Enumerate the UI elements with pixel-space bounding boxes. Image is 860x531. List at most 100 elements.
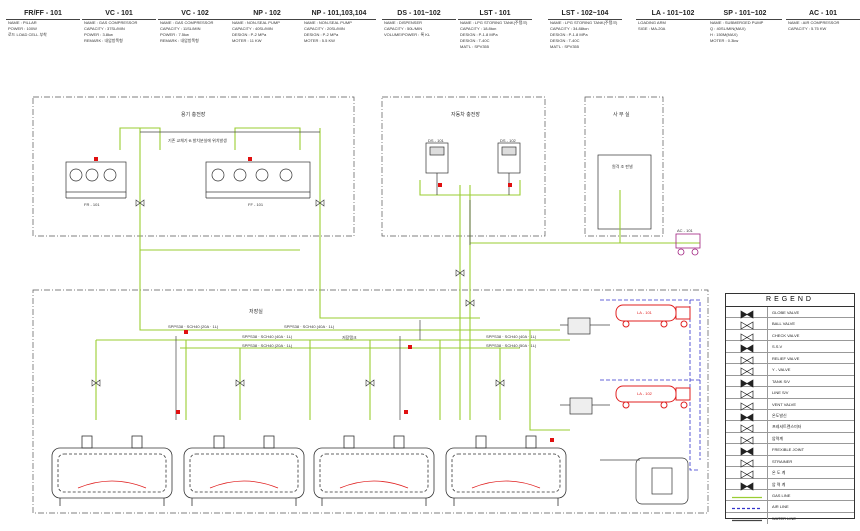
equipment-spec-line: REMARK : 내압방폭형 (84, 38, 123, 43)
legend-row: 온도발신 (726, 409, 854, 422)
dispenser-2 (497, 142, 521, 195)
legend-label: VENT VALVE (772, 401, 797, 407)
equipment-spec-line: NAME : GAS COMPRESSOR (84, 20, 138, 25)
legend-row: LINE S/V (726, 387, 854, 399)
legend-label: 온도발신 (772, 412, 787, 418)
storage-tank-3 (313, 435, 435, 506)
legend-row: FREXIBLE JOINT (726, 444, 854, 456)
legend-symbol-icon (726, 387, 768, 399)
legend-row: 프레셔트랜스미터 (726, 421, 854, 433)
air-compressor (675, 233, 701, 256)
equipment-code: SP - 101~102 (708, 10, 782, 20)
pump-unit-1 (567, 317, 593, 415)
equipment-spec-line: CAPACITY : 50L/MIN (384, 26, 423, 31)
equipment-spec-line: MAT'L : SPV355 (550, 44, 579, 49)
legend-symbol-icon (726, 490, 768, 501)
tank-truck-1 (615, 304, 691, 328)
legend-label: 압 력 계 (772, 481, 786, 487)
equipment-spec-line: CAPACITY : 37SL/MIN (84, 26, 125, 31)
legend-label: CHECK VALVE (772, 332, 800, 338)
equipment-spec-line: CAPACITY : 5.75 KW (788, 26, 827, 31)
legend-row: 압력계 (726, 432, 854, 445)
legend-row: Y - VALVE (726, 364, 854, 376)
la101-label: LA - 101 (637, 310, 652, 315)
legend-row: TANK S/V (726, 375, 854, 388)
legend-label: S.S.V (772, 344, 783, 350)
fr101-label: FR - 101 (84, 202, 100, 207)
dispenser-1 (425, 142, 449, 195)
storage-area-frame (32, 289, 709, 514)
legend-symbol-icon (726, 455, 768, 468)
control-panel-label: 원격 조 판넬 (612, 164, 633, 169)
legend-row: WATER LINE (726, 512, 854, 525)
legend-label: RELIEF VALVE (772, 355, 800, 361)
equipment-spec-line: MAT'L : SPV355 (460, 44, 489, 49)
pipe-spec-3: SPPS38 · SCH40 (20A · 1L) (242, 343, 293, 348)
equipment-spec-line: DESIGN : P-2 MPa (304, 32, 339, 37)
equipment-spec-line: CAPACITY : 11SL/MIN (160, 26, 201, 31)
legend-label: GLOBE VALVE (772, 310, 800, 315)
valve-symbols (91, 199, 505, 387)
equipment-spec-line: MOTER : 11 KW (232, 38, 262, 43)
equipment-spec-line: LOADING ARM (638, 20, 666, 25)
filling-area-title: 용기 충전장 (180, 111, 207, 118)
equipment-spec-line: NAME : LPG STORING TANK(주탱크) (550, 20, 618, 25)
equipment-code: NP - 102 (230, 10, 304, 20)
equipment-spec-line: SIGE : MA-20A (638, 26, 666, 31)
equipment-spec-line: REMARK : 내압방폭형 (160, 38, 199, 43)
equipment-spec-line: DESIGN : P-1.8 MPa (460, 32, 498, 37)
equipment-spec-line: MOTER : 5.5 KW (304, 38, 335, 43)
cylinder-rack-2 (205, 161, 311, 199)
equipment-spec-line: CAPACITY : 40SL/MIN (232, 26, 273, 31)
la102-label: LA - 102 (637, 391, 652, 396)
legend-symbol-icon (726, 421, 768, 433)
equipment-spec-line: NAME : NON-SEAL PUMP (232, 20, 280, 25)
legend-title: REGEND (726, 294, 854, 307)
legend-label: FREXIBLE JOINT (772, 447, 805, 453)
equipment-spec-line: DESIGN : T-40C (460, 38, 490, 43)
legend-symbol-icon (726, 512, 768, 525)
storage-area-title: 저장실 (248, 308, 264, 315)
equipment-spec-line: NAME : DISPENSER (384, 20, 423, 25)
legend-symbol-icon (726, 375, 768, 388)
legend-symbol-icon (726, 307, 768, 319)
pipe-spec-6: SPPS38 · SCH40 (40A · 1L) (284, 324, 335, 329)
ff101-label: FF - 101 (248, 202, 264, 207)
legend-label: BALL VALVE (772, 321, 796, 327)
pipe-spec-2: SPPS38 · SCH40 (40A · 1L) (242, 334, 293, 339)
equipment-code: VC - 101 (82, 10, 156, 20)
legend-label: 프레셔트랜스미터 (772, 424, 802, 430)
legend-row: AIR LINE (726, 501, 854, 513)
pipe-spec-1: SPPS38 · SCH40 (20A · 1L) (168, 324, 219, 329)
legend-row: VENT VALVE (726, 398, 854, 411)
equipment-spec-line: DESIGN : P-1.8 MPa (550, 32, 588, 37)
pipe-spec-5: SPPS38 · SCH40 (50A · 1L) (486, 343, 537, 348)
equipment-spec-line: NAME : NON-SEAL PUMP (304, 20, 352, 25)
equipment-spec-line: CAPACITY : 34.88ton (550, 26, 589, 31)
filling-area-frame (32, 96, 355, 237)
storage-tank-label: 저장탱크 (342, 335, 357, 340)
storage-tank-1 (51, 435, 173, 506)
equipment-spec-line: POWER : 100W (8, 26, 37, 31)
equipment-spec-line: POWER : 3.8kw (84, 32, 113, 37)
legend-row: 압 력 계 (726, 478, 854, 491)
legend-label: GAS LINE (772, 493, 791, 498)
equipment-spec-line: CAPACITY : 20SL/MIN (304, 26, 345, 31)
equipment-spec-line: NAME : SUBMERGED PUMP (710, 20, 764, 25)
equipment-spec-line: NAME : AIR COMPRESSOR (788, 20, 840, 25)
ds101-label: DS - 101 (428, 138, 444, 143)
cylinder-note: 기존 교체기·B 발치분실에 위치발생 (168, 138, 227, 143)
legend-symbol-icon (726, 467, 768, 479)
legend-label: 압력계 (772, 435, 784, 441)
legend-row: CHECK VALVE (726, 329, 854, 342)
pipe-spec-4: SPPS38 · SCH40 (40A · 1L) (486, 334, 537, 339)
office-area-title: 사 무 실 (612, 111, 631, 118)
